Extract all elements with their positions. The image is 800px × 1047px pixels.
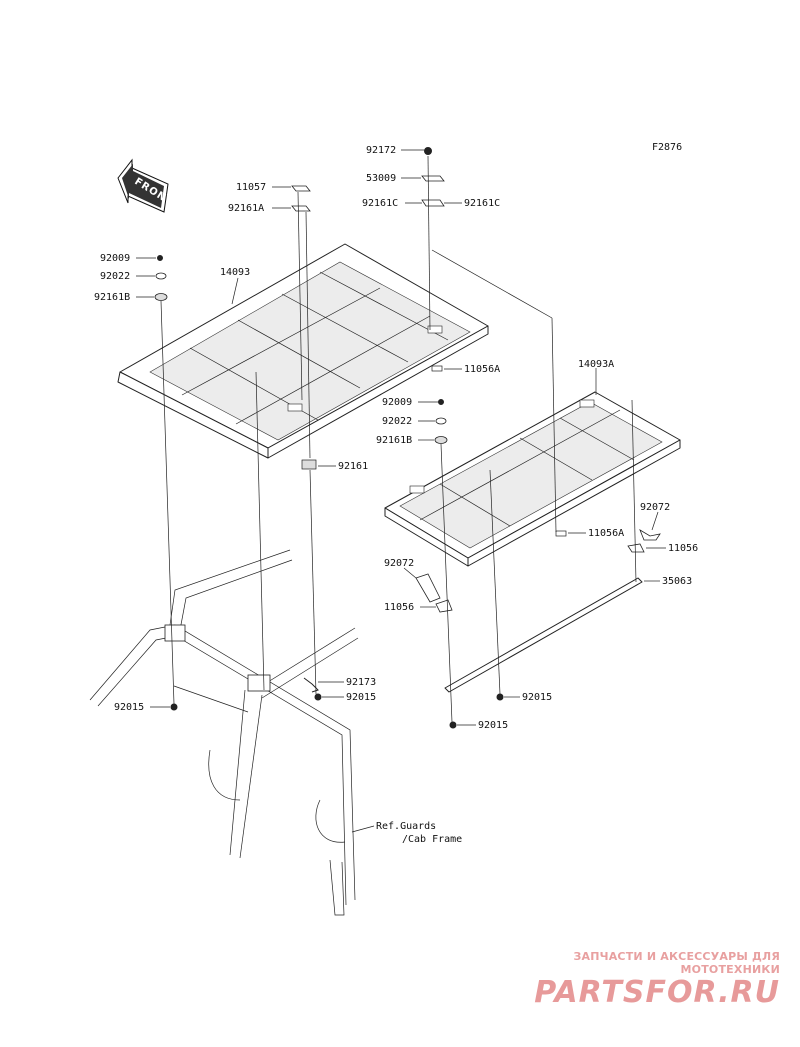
screw-icon	[157, 255, 163, 261]
watermark-tagline: ЗАПЧАСТИ И АКСЕССУАРЫ ДЛЯ МОТОТЕХНИКИ	[573, 950, 780, 976]
pad-icon	[301, 459, 317, 470]
washer-icon	[154, 293, 168, 301]
pad-icon	[431, 365, 443, 372]
washer-icon	[434, 436, 448, 444]
part-label-92015: 92015	[346, 692, 376, 703]
part-label-92022: 92022	[382, 416, 412, 427]
part-label-92161c: 92161C	[464, 198, 500, 209]
clip-icon	[303, 677, 319, 693]
leader-lines	[136, 149, 666, 833]
part-label-92161a: 92161A	[228, 203, 264, 214]
bracket-icon	[421, 199, 445, 207]
part-label-11056: 11056	[384, 602, 414, 613]
part-label-11056a: 11056A	[588, 528, 624, 539]
cab-frame	[89, 549, 359, 916]
figure-code: F2876	[652, 142, 682, 153]
reference-line-1: Ref.Guards	[376, 821, 436, 832]
watermark-logo: PARTSFOR.RU	[534, 975, 780, 1010]
part-label-92015: 92015	[114, 702, 144, 713]
part-label-92072: 92072	[640, 502, 670, 513]
part-label-11056: 11056	[668, 543, 698, 554]
part-label-53009: 53009	[366, 173, 396, 184]
part-label-92015: 92015	[522, 692, 552, 703]
part-label-92161c: 92161C	[362, 198, 398, 209]
clip-icon	[415, 573, 441, 603]
part-label-92022: 92022	[100, 271, 130, 282]
clip-icon	[627, 543, 645, 553]
pad-icon	[555, 530, 567, 537]
part-labels: 92172 53009 92161C 92161C 11057 92161A 9…	[94, 145, 698, 731]
front-roof-panel	[117, 243, 489, 459]
part-label-92009: 92009	[100, 253, 130, 264]
hardware	[154, 147, 661, 729]
part-label-11057: 11057	[236, 182, 266, 193]
screw-icon	[438, 399, 444, 405]
part-label-92015: 92015	[478, 720, 508, 731]
watermark: ЗАПЧАСТИ И АКСЕССУАРЫ ДЛЯ МОТОТЕХНИКИ PA…	[480, 950, 780, 1010]
part-label-92009: 92009	[382, 397, 412, 408]
rear-roof-panel	[384, 391, 681, 567]
nut-icon	[496, 693, 504, 701]
seal-strip	[444, 577, 643, 693]
nut-icon	[314, 693, 322, 701]
part-label-92161: 92161	[338, 461, 368, 472]
part-label-92161b: 92161B	[94, 292, 130, 303]
part-label-92172: 92172	[366, 145, 396, 156]
bracket-icon	[291, 185, 311, 192]
bracket-icon	[421, 175, 445, 182]
part-label-92173: 92173	[346, 677, 376, 688]
reference-label: Ref.Guards /Cab Frame	[376, 821, 462, 845]
screw-icon	[424, 147, 432, 155]
part-label-92161b: 92161B	[376, 435, 412, 446]
part-label-11056a: 11056A	[464, 364, 500, 375]
nut-icon	[170, 703, 178, 711]
part-label-92072: 92072	[384, 558, 414, 569]
bracket-icon	[291, 205, 311, 212]
nut-icon	[449, 721, 457, 729]
washer-icon	[155, 272, 167, 280]
part-label-14093a: 14093A	[578, 359, 614, 370]
part-label-14093: 14093	[220, 267, 250, 278]
clip-icon	[435, 599, 453, 613]
front-arrow-icon: FRONT	[117, 158, 175, 213]
part-label-35063: 35063	[662, 576, 692, 587]
washer-icon	[435, 417, 447, 425]
reference-line-2: /Cab Frame	[402, 834, 462, 845]
clip-icon	[639, 529, 661, 541]
